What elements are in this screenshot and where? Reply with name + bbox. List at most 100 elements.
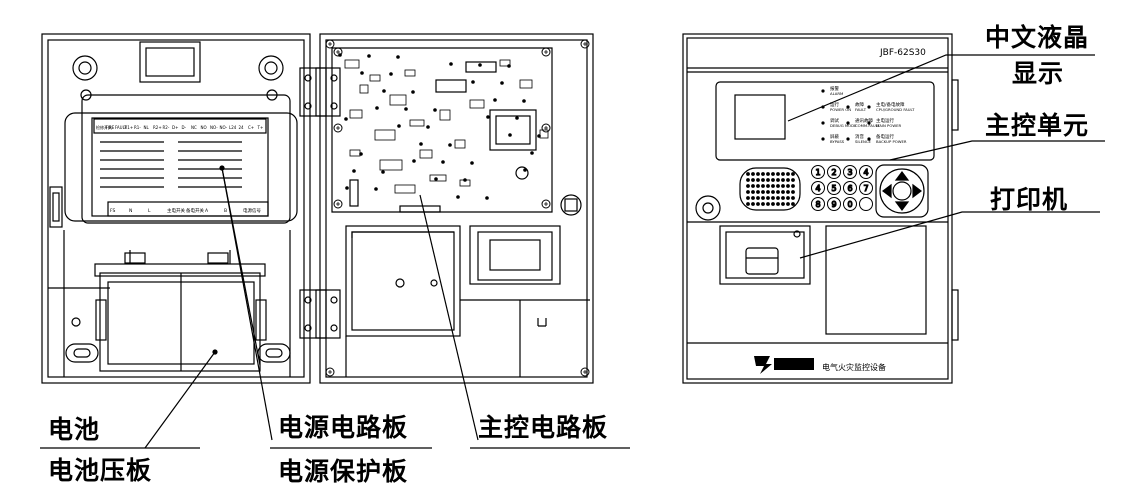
brand-caption: 电气火灾监控设备 xyxy=(822,362,886,372)
keypad-key: 4 xyxy=(811,181,825,195)
screw xyxy=(541,47,551,57)
terminal-label: T+ xyxy=(257,125,264,130)
label-lcd-line2: 显示 xyxy=(1012,59,1065,88)
svg-text:4: 4 xyxy=(815,184,820,193)
label-main-unit: 主控单元 xyxy=(985,111,1090,140)
svg-text:报警: 报警 xyxy=(830,85,839,92)
label-battery: 电池 xyxy=(48,415,101,444)
cabinet-base xyxy=(319,33,594,384)
svg-text:屏蔽: 屏蔽 xyxy=(830,133,839,140)
terminal-label: NO- xyxy=(210,125,218,130)
terminal-label: D+ xyxy=(172,125,178,130)
screw xyxy=(325,367,335,377)
screw xyxy=(541,199,551,209)
svg-text:8: 8 xyxy=(815,200,820,209)
svg-text:调试: 调试 xyxy=(830,117,839,124)
lock-icon xyxy=(695,195,721,221)
svg-text:DEBUG MODE: DEBUG MODE xyxy=(830,123,857,128)
keypad-key: 0 xyxy=(843,197,857,211)
label-main-control-board: 主控电路板 xyxy=(478,413,609,442)
svg-text:5: 5 xyxy=(831,184,836,193)
label-power-protect-board: 电源保护板 xyxy=(278,457,409,486)
terminal-label: 主电开关 xyxy=(167,207,185,214)
svg-text:0: 0 xyxy=(847,200,852,209)
screw xyxy=(333,199,343,209)
brand-logo xyxy=(754,356,814,374)
svg-text:4: 4 xyxy=(863,168,868,177)
terminal-label: D- xyxy=(182,125,187,130)
terminal-label: NC xyxy=(191,125,197,130)
terminal-label: 备电开关 xyxy=(186,207,204,214)
svg-text:消音: 消音 xyxy=(855,133,864,140)
terminal-label: 检修开关 xyxy=(96,124,112,130)
screw xyxy=(580,39,590,49)
front-panel: 1 2 3 4 4 5 6 7 8 9 0 xyxy=(682,33,959,384)
speaker-grille xyxy=(739,167,801,211)
screw xyxy=(325,39,335,49)
svg-text:CPU/GROUND FAULT: CPU/GROUND FAULT xyxy=(876,107,915,112)
svg-text:6: 6 xyxy=(847,184,852,193)
svg-text:7: 7 xyxy=(863,184,868,193)
svg-text:SILENCE: SILENCE xyxy=(855,139,872,144)
keypad-key: 2 xyxy=(827,165,841,179)
keypad-key: 1 xyxy=(811,165,825,179)
screw xyxy=(333,123,343,133)
terminal-label: 24 xyxy=(239,125,245,130)
svg-text:BYPASS: BYPASS xyxy=(830,139,845,144)
terminal-label: NO- xyxy=(220,125,228,130)
label-power-board: 电源电路板 xyxy=(278,413,409,442)
svg-text:MAIN POWER: MAIN POWER xyxy=(876,123,901,128)
terminal-label: FAULT xyxy=(115,125,127,130)
svg-text:BACKUP POWER: BACKUP POWER xyxy=(876,139,907,144)
terminal-label: C+ xyxy=(248,125,254,130)
terminal-label: A xyxy=(205,208,209,214)
keypad-key: 6 xyxy=(843,181,857,195)
svg-text:通讯故障: 通讯故障 xyxy=(855,117,873,124)
svg-text:2: 2 xyxy=(831,168,836,177)
svg-text:1: 1 xyxy=(815,168,820,177)
keypad: 1 2 3 4 4 5 6 7 8 9 0 xyxy=(811,165,873,211)
terminal-label: R2- xyxy=(163,125,170,130)
label-lcd-line1: 中文液晶 xyxy=(985,23,1090,52)
terminal-label: N xyxy=(129,208,132,214)
terminal-label: R1+ xyxy=(125,125,134,130)
svg-text:3: 3 xyxy=(847,168,852,177)
svg-text:9: 9 xyxy=(831,200,836,209)
terminal-label: FIRE xyxy=(106,125,115,130)
model-label: JBF-62S30 xyxy=(879,48,926,58)
svg-text:主电/备电故障: 主电/备电故障 xyxy=(876,101,905,108)
keyhole-mount-right xyxy=(258,55,284,101)
svg-text:运行: 运行 xyxy=(830,101,839,108)
keypad-key: 7 xyxy=(859,181,873,195)
terminal-label: L xyxy=(148,208,151,214)
keypad-key: 5 xyxy=(827,181,841,195)
battery xyxy=(95,272,267,372)
keyhole-mount-left xyxy=(72,55,98,101)
left-door xyxy=(41,33,311,384)
screw xyxy=(333,47,343,57)
keypad-key: 8 xyxy=(811,197,825,211)
power-circuit-board xyxy=(64,112,298,222)
battery-plate xyxy=(94,250,266,277)
screw xyxy=(541,123,551,133)
label-printer: 打印机 xyxy=(990,185,1069,214)
svg-text:ALARM: ALARM xyxy=(830,91,843,96)
main-control-board xyxy=(331,47,553,213)
label-battery-plate: 电池压板 xyxy=(48,456,153,485)
svg-text:COMM.FAULT: COMM.FAULT xyxy=(855,123,880,128)
terminal-label: L24 xyxy=(229,125,237,130)
terminal-label: R2+ xyxy=(153,125,162,130)
keypad-key: 3 xyxy=(843,165,857,179)
terminal-label: B xyxy=(224,208,227,214)
